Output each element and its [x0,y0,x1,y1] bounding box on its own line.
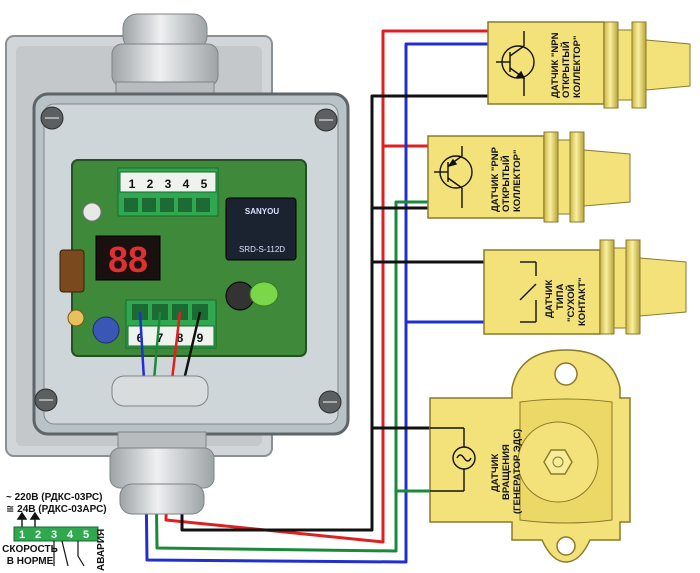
terminal-num-9: 9 [197,331,204,345]
sensor-dry-line3: "СУХОЙ [565,284,577,322]
sensor-pnp-line2: ОТКРЫТЫЙ [500,155,512,212]
top-cable-gland [111,13,219,99]
sensor-gen-line2: ВРАЩЕНИЯ [501,444,512,500]
sensor-pnp-line1: ДАТЧИК "PNP [490,146,501,212]
relay: SANYOU SRD-S-112D [225,197,297,261]
legend-terminal-2: 2 [35,529,41,541]
switch-contact-icon [519,261,537,323]
alarm-label: АВАРИЯ [96,529,107,571]
terminal-legend: ~ 220В (РДКС-03РС) ≅ 24В (РДКС-03АРС) 1 … [2,492,107,571]
sensor-dry-line4: КОНТАКТ" [577,278,588,326]
relay-device: 1 2 3 4 5 SANYOU SRD-S-112D 88 [5,13,350,515]
terminal-num-6: 6 [137,331,144,345]
legend-terminal-5: 5 [83,529,89,541]
sensor-npn-line3: КОЛЛЕКТОР" [572,36,583,98]
lid-screws [34,106,342,414]
sensor-dry-line2: ТИПА [555,284,566,310]
terminal-num-4: 4 [183,177,190,191]
sensor-gen-line3: (ГЕНЕРАТОР ЭДС) [512,429,523,514]
sensor-gen-line1: ДАТЧИК [490,454,501,492]
relay-brand: SANYOU [245,207,279,216]
pnp-transistor-icon [434,146,473,208]
relay-model: SRD-S-112D [239,245,285,254]
legend-terminal-4: 4 [67,529,74,541]
sensor-pnp-line3: КОЛЛЕКТОР" [512,150,523,212]
speed-ok-label-line1: СКОРОСТЬ [2,544,58,555]
sensor-dry-contact: ДАТЧИК ТИПА "СУХОЙ КОНТАКТ" [483,239,687,335]
top-terminal-block: 1 2 3 4 5 [117,167,219,217]
sensor-dry-line1: ДАТЧИК [544,280,555,318]
supply-ac-label: ~ 220В (РДКС-03РС) [6,492,102,503]
npn-transistor-icon [496,31,535,96]
sensor-npn: ДАТЧИК "NPN ОТКРЫТЫЙ КОЛЛЕКТОР" [487,21,691,109]
hex-nut-icon [543,449,573,475]
sensor-rotation: ДАТЧИК ВРАЩЕНИЯ (ГЕНЕРАТОР ЭДС) [429,349,631,563]
terminal-num-1: 1 [129,177,136,191]
speed-ok-label-line2: В НОРМЕ [7,556,54,567]
supply-dc-label: ≅ 24В (РДКС-03АРС) [6,504,107,515]
sensor-pnp: ДАТЧИК "PNP ОТКРЫТЫЙ КОЛЛЕКТОР" [427,131,631,223]
terminal-num-5: 5 [201,177,208,191]
ac-generator-icon [430,427,476,492]
terminal-num-7: 7 [157,331,164,345]
bottom-cable-gland [109,431,215,515]
display-digits: 88 [108,239,148,280]
sensor-npn-line1: ДАТЧИК "NPN [550,32,561,98]
terminal-num-8: 8 [177,331,184,345]
sensor-npn-line2: ОТКРЫТЫЙ [560,41,572,98]
legend-terminal-1: 1 [19,529,25,541]
seven-segment-display: 88 [95,235,161,281]
terminal-num-2: 2 [147,177,154,191]
terminal-num-3: 3 [165,177,172,191]
legend-terminal-3: 3 [51,529,57,541]
